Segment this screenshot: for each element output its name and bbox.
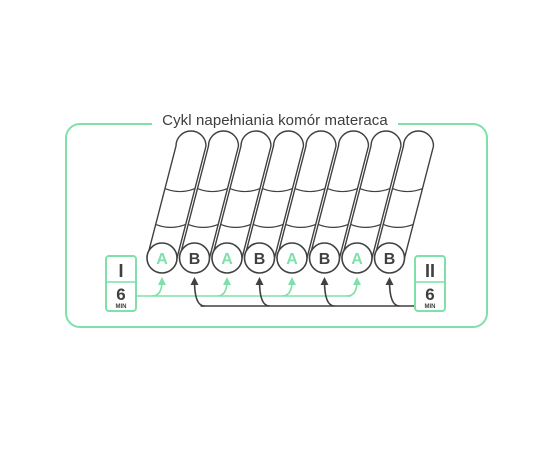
cycle-ii-arrow	[385, 277, 400, 307]
chamber-a: A	[211, 242, 243, 274]
cycle-box-left: I 6 MIN	[105, 255, 137, 312]
mattress-tube	[341, 130, 402, 259]
mattress-tube	[178, 130, 240, 259]
cycle-ii-arrow	[320, 277, 335, 307]
chamber-a: A	[341, 242, 373, 274]
diagram-title: Cykl napełniania komór materaca	[152, 112, 398, 129]
chamber-label: B	[319, 251, 331, 268]
mattress-tube	[243, 130, 305, 259]
chamber-b: B	[373, 242, 406, 274]
cycle-i-arrow	[151, 277, 166, 297]
cycle-arrows	[136, 277, 415, 307]
cycle-left-roman: I	[118, 261, 123, 281]
cycle-right-unit: MIN	[425, 304, 436, 310]
chamber-a: A	[276, 242, 308, 274]
chamber-label: A	[351, 251, 363, 268]
mattress-tube	[276, 130, 337, 259]
cycle-i-arrow	[346, 277, 361, 297]
chamber-b: B	[243, 242, 276, 274]
chamber-label: B	[189, 251, 201, 268]
mattress-tube	[308, 130, 370, 259]
cycle-box-right: II 6 MIN	[414, 255, 446, 312]
chamber-label: A	[156, 251, 168, 268]
chamber-label: A	[221, 251, 233, 268]
mattress-tube	[373, 130, 435, 259]
cycle-ii-arrow	[255, 277, 270, 307]
diagram-title-wrap: Cykl napełniania komór materaca	[0, 112, 550, 130]
mattress-tubes	[146, 130, 435, 259]
chamber-label: A	[286, 251, 298, 268]
chamber-b: B	[178, 242, 211, 274]
cycle-ii-arrow	[190, 277, 205, 307]
cycle-i-arrow	[216, 277, 231, 297]
cycle-i-arrow	[281, 277, 296, 297]
chamber-label: B	[254, 251, 266, 268]
chamber-label: B	[384, 251, 396, 268]
mattress-tube	[211, 130, 272, 259]
mattress-tube	[146, 130, 207, 259]
cycle-right-minutes: 6	[425, 285, 434, 304]
cycle-left-unit: MIN	[116, 304, 127, 310]
chamber-b: B	[308, 242, 341, 274]
chamber-a: A	[146, 242, 178, 274]
cycle-left-minutes: 6	[116, 285, 125, 304]
cycle-right-roman: II	[425, 261, 435, 281]
